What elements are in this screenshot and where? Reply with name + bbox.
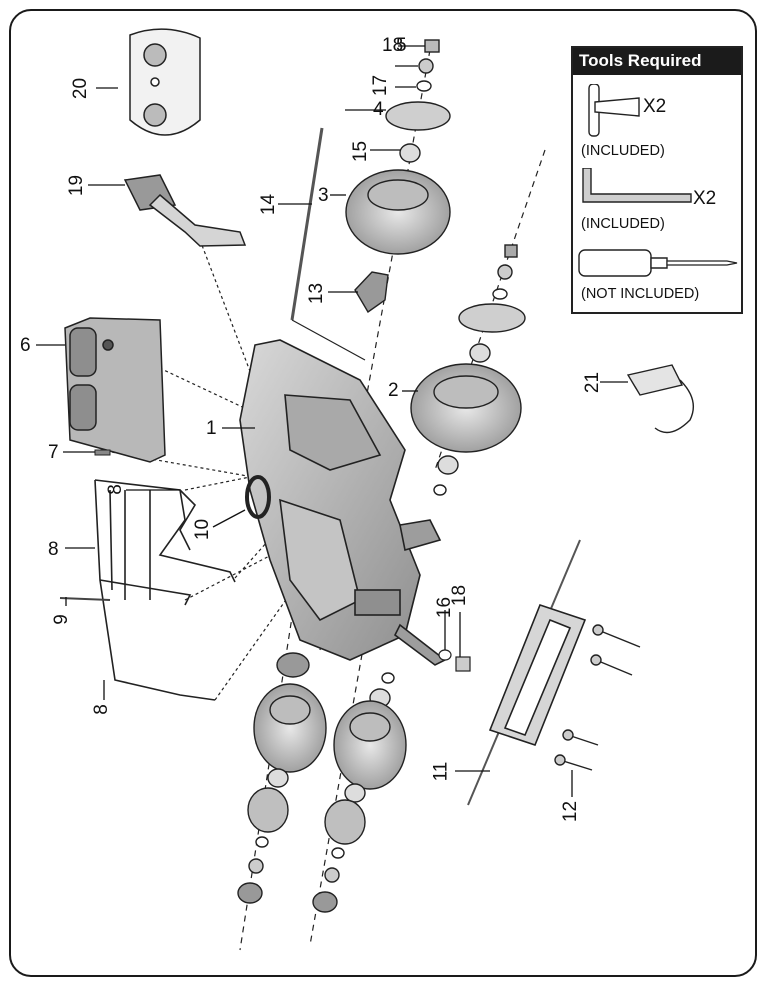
tools-required-box: Tools Required X2 (INCLUDED) X2 (INCLUDE…: [571, 46, 743, 314]
axle-rod-part: [290, 127, 324, 321]
callout-15: 15: [350, 140, 372, 163]
remote-control-part: [129, 28, 201, 136]
vehicle-body-part: [239, 339, 447, 666]
callout-19: 19: [66, 174, 88, 197]
tool-1-qty: X2: [643, 96, 667, 117]
callout-9: 9: [50, 614, 72, 625]
callout-8-upper: 8: [104, 484, 126, 495]
callout-8-middle: 8: [48, 539, 59, 560]
roll-cage-part: [94, 479, 236, 701]
callout-10: 10: [192, 518, 214, 541]
rear-wheel-stack-bottom-right: [312, 672, 407, 913]
page-border: [9, 9, 757, 977]
t-handle-wrench-icon: [588, 84, 640, 137]
rear-bracket-part: [467, 539, 587, 806]
tools-title: Tools Required: [573, 48, 741, 75]
callout-11: 11: [430, 761, 452, 782]
callout-14: 14: [258, 193, 280, 216]
bolt-set-part: [554, 624, 641, 771]
rear-wheel-stack-bottom-left: [237, 652, 327, 904]
pedal-part: [123, 174, 247, 247]
callout-8-lower: 8: [90, 704, 112, 715]
screw-part: [94, 449, 111, 456]
callout-18-bottom: 18: [449, 584, 471, 607]
screwdriver-icon: [578, 249, 738, 277]
charger-part: [626, 364, 694, 434]
tool-3-note: (NOT INCLUDED): [581, 286, 700, 302]
front-right-wheel-stack: [410, 244, 526, 496]
tool-1-note: (INCLUDED): [581, 143, 665, 159]
callout-leaders: [36, 45, 628, 797]
callout-2: 2: [388, 380, 399, 401]
callout-12: 12: [560, 800, 582, 823]
callout-7: 7: [48, 442, 59, 463]
rear-wheel-stack-top: [345, 39, 451, 255]
hex-key-icon: [582, 168, 692, 203]
long-bolt-part: [59, 597, 111, 601]
callout-21: 21: [582, 371, 604, 394]
callout-17: 17: [370, 74, 392, 97]
callout-5: 5: [396, 35, 407, 56]
steering-arm-part: [354, 271, 389, 314]
seat-part: [64, 317, 166, 463]
steering-wheel-part: [245, 475, 271, 519]
tool-2-qty: X2: [693, 188, 717, 209]
callout-3: 3: [318, 185, 329, 206]
callout-13: 13: [306, 282, 328, 305]
callout-20: 20: [70, 77, 92, 100]
callout-1: 1: [206, 418, 217, 439]
callout-4: 4: [373, 99, 384, 120]
tool-2-note: (INCLUDED): [581, 216, 665, 232]
callout-6: 6: [20, 335, 31, 356]
callout-18-top: 18: [382, 35, 404, 56]
